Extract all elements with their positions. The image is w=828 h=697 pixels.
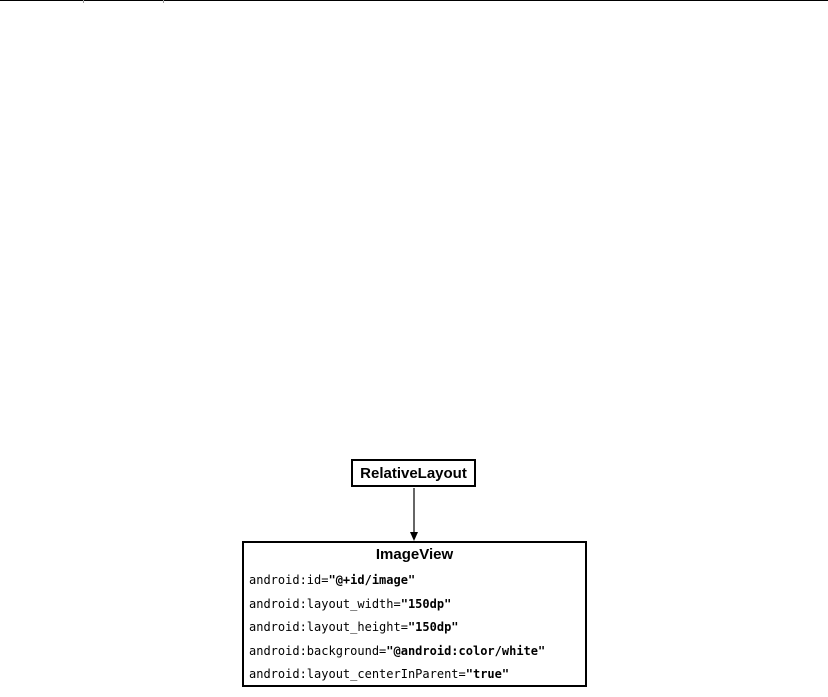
relativelayout-node-label: RelativeLayout	[360, 464, 467, 482]
attribute-row-id: android:id="@+id/image"	[249, 569, 545, 593]
attribute-row-layout-centerinparent: android:layout_centerInParent="true"	[249, 663, 545, 687]
attribute-value: "150dp"	[400, 596, 452, 611]
attribute-value: "true"	[465, 667, 510, 681]
attribute-row-layout-width: android:layout_width="150dp"	[249, 593, 545, 617]
relativelayout-node: RelativeLayout	[351, 459, 476, 487]
connector-arrowhead	[410, 532, 418, 541]
imageview-node: ImageView android:id="@+id/image" androi…	[242, 541, 587, 687]
attribute-name: android:layout_centerInParent=	[249, 667, 466, 681]
top-border-tick	[83, 0, 84, 3]
top-border-line	[0, 0, 828, 1]
attribute-name: android:layout_height=	[249, 620, 408, 634]
imageview-node-title: ImageView	[375, 546, 454, 563]
attribute-value: "150dp"	[407, 620, 459, 634]
attribute-name: android:id=	[249, 573, 329, 587]
attribute-value: "@+id/image"	[328, 573, 416, 587]
attribute-row-background: android:background="@android:color/white…	[249, 640, 545, 664]
attribute-name: android:background=	[249, 643, 387, 658]
attribute-row-layout-height: android:layout_height="150dp"	[249, 616, 545, 640]
imageview-attribute-list: android:id="@+id/image" android:layout_w…	[249, 569, 545, 687]
top-border-tick	[163, 0, 164, 3]
attribute-value: "@android:color/white"	[386, 643, 546, 658]
attribute-name: android:layout_width=	[249, 596, 401, 611]
